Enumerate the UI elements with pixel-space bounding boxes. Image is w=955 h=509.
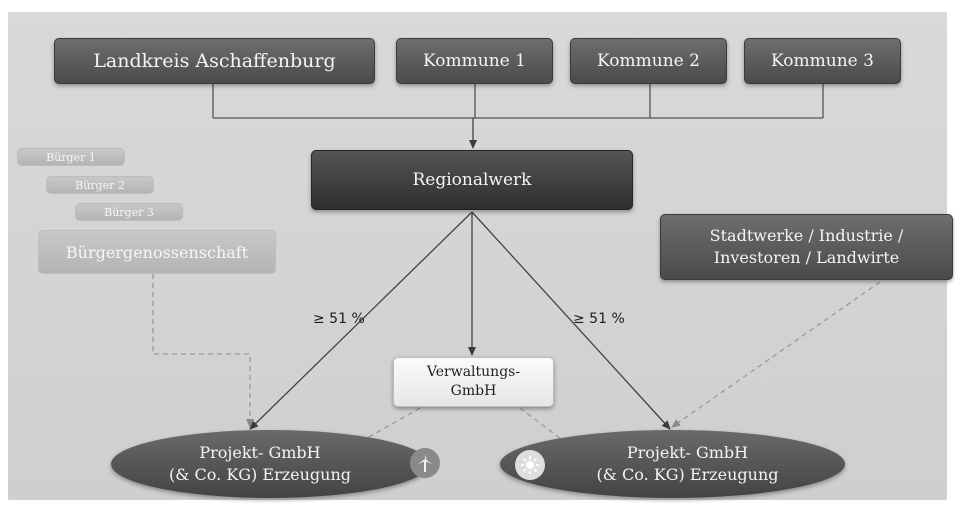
buerger-1-box: Bürger 1 — [17, 148, 125, 166]
wind-turbine-icon-svg — [418, 454, 432, 472]
kommune-2-box: Kommune 2 — [570, 38, 727, 84]
projekt-left-label-line1: Projekt- GmbH — [199, 443, 321, 462]
regionalwerk-box: Regionalwerk — [311, 150, 633, 210]
verwaltung-box: Verwaltungs- GmbH — [393, 357, 554, 407]
share-right-label: ≥ 51 % — [573, 311, 625, 327]
buergergenossenschaft-box: Bürgergenossenschaft — [38, 230, 276, 274]
buerger-1-label: Bürger 1 — [46, 150, 96, 164]
buerger-3-label: Bürger 3 — [104, 205, 154, 219]
kommune-1-label: Kommune 1 — [423, 51, 526, 71]
projekt-right-label-line2: (& Co. KG) Erzeugung — [596, 465, 779, 484]
wind-turbine-icon — [410, 448, 440, 478]
projekt-left-label-line2: (& Co. KG) Erzeugung — [168, 465, 352, 484]
buerger-2-box: Bürger 2 — [46, 176, 154, 194]
projekt-left-ellipse: Projekt- GmbH (& Co. KG) Erzeugung — [111, 430, 429, 498]
sun-icon — [515, 450, 545, 480]
landkreis-label: Landkreis Aschaffenburg — [93, 50, 336, 72]
buerger-2-label: Bürger 2 — [75, 178, 125, 192]
landkreis-box: Landkreis Aschaffenburg — [54, 38, 375, 84]
kommune-2-label: Kommune 2 — [597, 51, 700, 71]
share-left-label: ≥ 51 % — [313, 311, 365, 327]
regionalwerk-label: Regionalwerk — [412, 170, 532, 190]
stadtwerke-label-line1: Stadtwerke / Industrie / — [709, 226, 904, 245]
projekt-right-ellipse: Projekt- GmbH (& Co. KG) Erzeugung — [500, 430, 845, 498]
stadtwerke-label-line2: Investoren / Landwirte — [713, 248, 900, 267]
stadtwerke-box: Stadtwerke / Industrie / Investoren / La… — [660, 214, 953, 280]
sun-icon-svg — [521, 456, 539, 474]
buergergenossenschaft-label: Bürgergenossenschaft — [65, 242, 249, 262]
kommune-3-label: Kommune 3 — [771, 51, 874, 71]
kommune-3-box: Kommune 3 — [744, 38, 901, 84]
projekt-right-label-line1: Projekt- GmbH — [626, 443, 749, 462]
verwaltung-label-line1: Verwaltungs- — [426, 364, 521, 380]
verwaltung-label-line2: GmbH — [450, 383, 497, 399]
kommune-1-box: Kommune 1 — [396, 38, 553, 84]
buerger-3-box: Bürger 3 — [75, 203, 183, 221]
